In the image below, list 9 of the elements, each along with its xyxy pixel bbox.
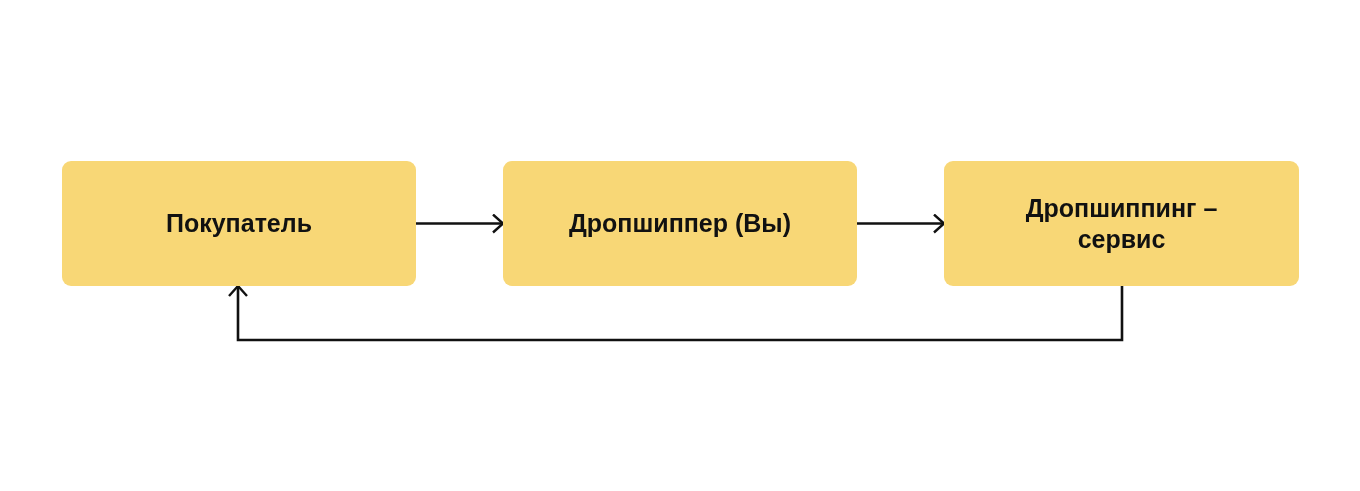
- process-box: [944, 161, 1299, 286]
- arrow: [227, 284, 1124, 342]
- arrow: [857, 213, 946, 234]
- process-box: [62, 161, 416, 286]
- box-label: Покупатель: [165, 208, 313, 239]
- box-label: Дропшиппинг – сервис: [1024, 192, 1219, 255]
- arrow: [416, 213, 505, 234]
- box-label: Дропшиппер (Вы): [568, 208, 791, 239]
- process-box: [503, 161, 857, 286]
